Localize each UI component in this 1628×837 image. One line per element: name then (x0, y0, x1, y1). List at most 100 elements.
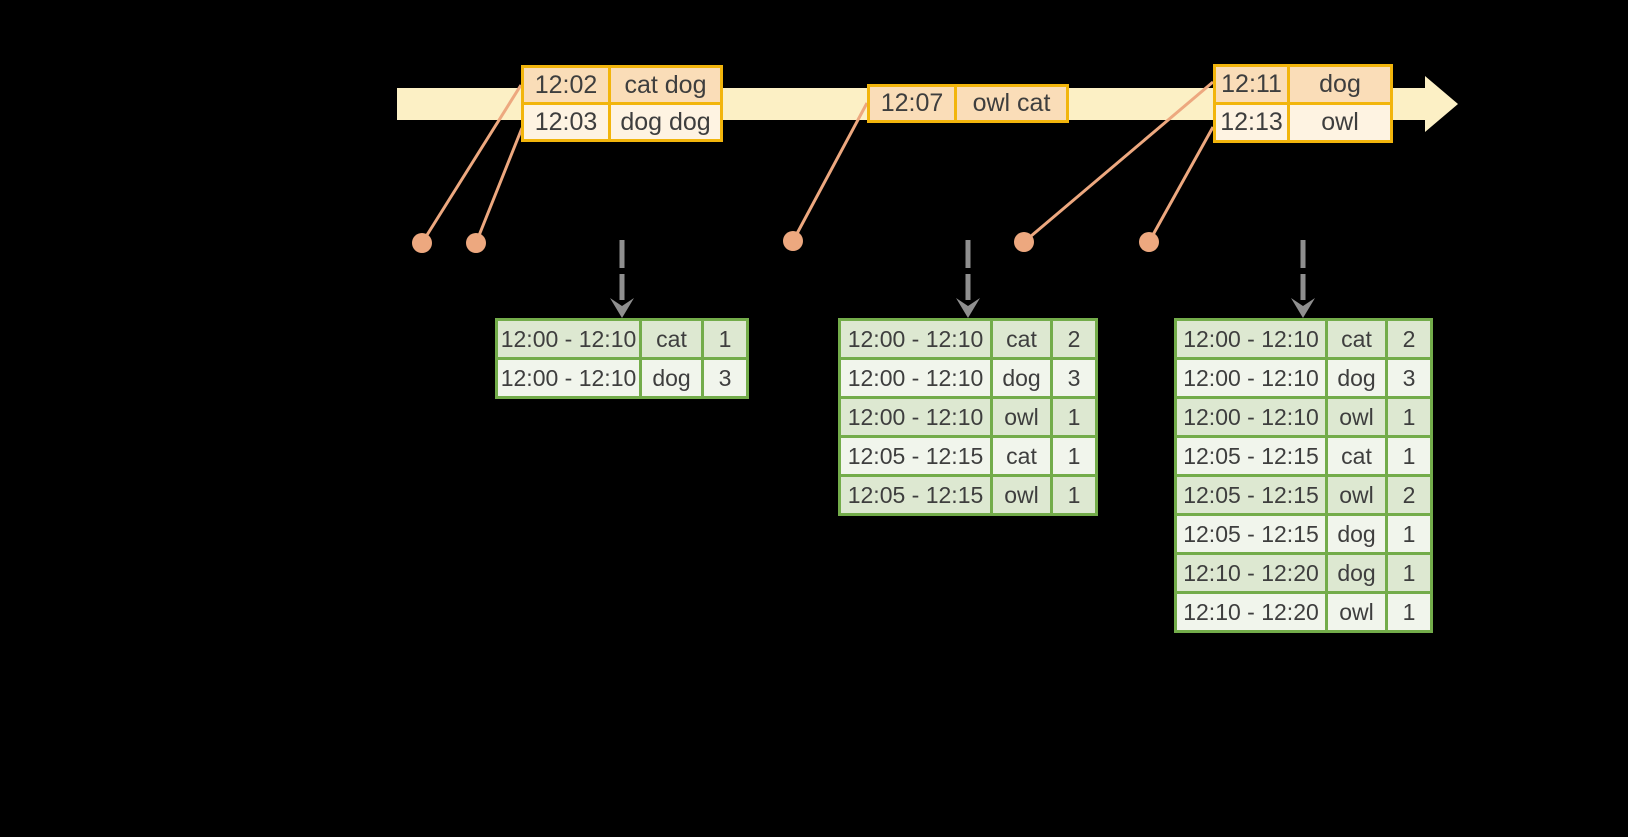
window-cell: 12:05 - 12:15 (1177, 477, 1325, 513)
event-time-cell: 12:02 (524, 68, 608, 102)
count-cell: 3 (1388, 360, 1430, 396)
word-cell: owl (1328, 594, 1385, 630)
result-row: 12:00 - 12:10 owl 1 (841, 399, 1095, 435)
word-cell: dog (1328, 555, 1385, 591)
count-cell: 1 (1053, 399, 1095, 435)
result-row: 12:05 - 12:15 cat 1 (1177, 438, 1430, 474)
trigger-arrow-2 (956, 240, 980, 318)
count-cell: 1 (1388, 399, 1430, 435)
event-words-cell: owl cat (957, 87, 1066, 120)
arrow-down-icon (610, 298, 634, 318)
count-cell: 1 (1388, 555, 1430, 591)
window-cell: 12:10 - 12:20 (1177, 594, 1325, 630)
event-time-cell: 12:07 (870, 87, 954, 120)
event-words-cell: dog dog (611, 105, 720, 139)
count-cell: 1 (1053, 438, 1095, 474)
result-row: 12:00 - 12:10 cat 2 (841, 321, 1095, 357)
event-marker-dots (412, 231, 1159, 253)
window-cell: 12:00 - 12:10 (841, 360, 990, 396)
word-cell: owl (1328, 477, 1385, 513)
connector-line-12-13 (1147, 126, 1215, 243)
event-words-cell: owl (1290, 105, 1390, 140)
event-row: 12:02 cat dog (524, 68, 720, 102)
window-cell: 12:00 - 12:10 (1177, 360, 1325, 396)
event-table-3: 12:11 dog 12:13 owl (1213, 64, 1393, 143)
connector-line-12-03 (474, 127, 524, 244)
word-cell: dog (642, 360, 701, 396)
connector-line-12-02 (420, 84, 523, 244)
event-dot-12-07 (783, 231, 803, 251)
event-dot-12-02 (412, 233, 432, 253)
window-cell: 12:05 - 12:15 (1177, 516, 1325, 552)
result-table-1: 12:00 - 12:10 cat 1 12:00 - 12:10 dog 3 (495, 318, 749, 399)
event-row: 12:11 dog (1216, 67, 1390, 102)
window-cell: 12:00 - 12:10 (1177, 321, 1325, 357)
result-table-3: 12:00 - 12:10 cat 2 12:00 - 12:10 dog 3 … (1174, 318, 1433, 633)
count-cell: 1 (1388, 438, 1430, 474)
count-cell: 3 (1053, 360, 1095, 396)
word-cell: cat (1328, 438, 1385, 474)
count-cell: 1 (1388, 594, 1430, 630)
count-cell: 2 (1388, 321, 1430, 357)
count-cell: 1 (704, 321, 746, 357)
result-row: 12:00 - 12:10 dog 3 (1177, 360, 1430, 396)
word-cell: cat (993, 321, 1050, 357)
event-dot-12-11 (1014, 232, 1034, 252)
count-cell: 3 (704, 360, 746, 396)
event-table-1: 12:02 cat dog 12:03 dog dog (521, 65, 723, 142)
window-cell: 12:05 - 12:15 (841, 438, 990, 474)
event-dot-12-13 (1139, 232, 1159, 252)
word-cell: cat (993, 438, 1050, 474)
count-cell: 2 (1053, 321, 1095, 357)
window-cell: 12:00 - 12:10 (498, 360, 639, 396)
word-cell: owl (993, 399, 1050, 435)
word-cell: dog (1328, 360, 1385, 396)
result-row: 12:05 - 12:15 dog 1 (1177, 516, 1430, 552)
window-cell: 12:05 - 12:15 (841, 477, 990, 513)
result-row: 12:05 - 12:15 owl 1 (841, 477, 1095, 513)
word-cell: dog (1328, 516, 1385, 552)
word-cell: cat (1328, 321, 1385, 357)
event-time-cell: 12:11 (1216, 67, 1287, 102)
event-row: 12:07 owl cat (870, 87, 1066, 120)
window-cell: 12:00 - 12:10 (841, 399, 990, 435)
result-row: 12:05 - 12:15 cat 1 (841, 438, 1095, 474)
window-cell: 12:00 - 12:10 (1177, 399, 1325, 435)
result-row: 12:00 - 12:10 dog 3 (841, 360, 1095, 396)
trigger-arrows (610, 240, 1315, 318)
event-time-cell: 12:03 (524, 105, 608, 139)
connector-line-12-11 (1023, 80, 1214, 244)
word-cell: owl (993, 477, 1050, 513)
count-cell: 1 (1053, 477, 1095, 513)
result-table-2: 12:00 - 12:10 cat 2 12:00 - 12:10 dog 3 … (838, 318, 1098, 516)
event-dot-12-03 (466, 233, 486, 253)
result-row: 12:00 - 12:10 dog 3 (498, 360, 746, 396)
word-cell: dog (993, 360, 1050, 396)
event-connector-lines (420, 80, 1215, 244)
word-cell: owl (1328, 399, 1385, 435)
count-cell: 1 (1388, 516, 1430, 552)
window-cell: 12:05 - 12:15 (1177, 438, 1325, 474)
word-cell: cat (642, 321, 701, 357)
trigger-arrow-1 (610, 240, 634, 318)
event-row: 12:13 owl (1216, 105, 1390, 140)
arrow-down-icon (1291, 298, 1315, 318)
result-row: 12:00 - 12:10 cat 1 (498, 321, 746, 357)
result-row: 12:10 - 12:20 owl 1 (1177, 594, 1430, 630)
result-row: 12:05 - 12:15 owl 2 (1177, 477, 1430, 513)
event-time-cell: 12:13 (1216, 105, 1287, 140)
connector-line-12-07 (791, 102, 869, 242)
result-row: 12:00 - 12:10 owl 1 (1177, 399, 1430, 435)
event-words-cell: cat dog (611, 68, 720, 102)
result-row: 12:10 - 12:20 dog 1 (1177, 555, 1430, 591)
event-words-cell: dog (1290, 67, 1390, 102)
window-cell: 12:10 - 12:20 (1177, 555, 1325, 591)
result-row: 12:00 - 12:10 cat 2 (1177, 321, 1430, 357)
window-cell: 12:00 - 12:10 (498, 321, 639, 357)
event-table-2: 12:07 owl cat (867, 84, 1069, 123)
trigger-arrow-3 (1291, 240, 1315, 318)
window-cell: 12:00 - 12:10 (841, 321, 990, 357)
count-cell: 2 (1388, 477, 1430, 513)
event-row: 12:03 dog dog (524, 105, 720, 139)
